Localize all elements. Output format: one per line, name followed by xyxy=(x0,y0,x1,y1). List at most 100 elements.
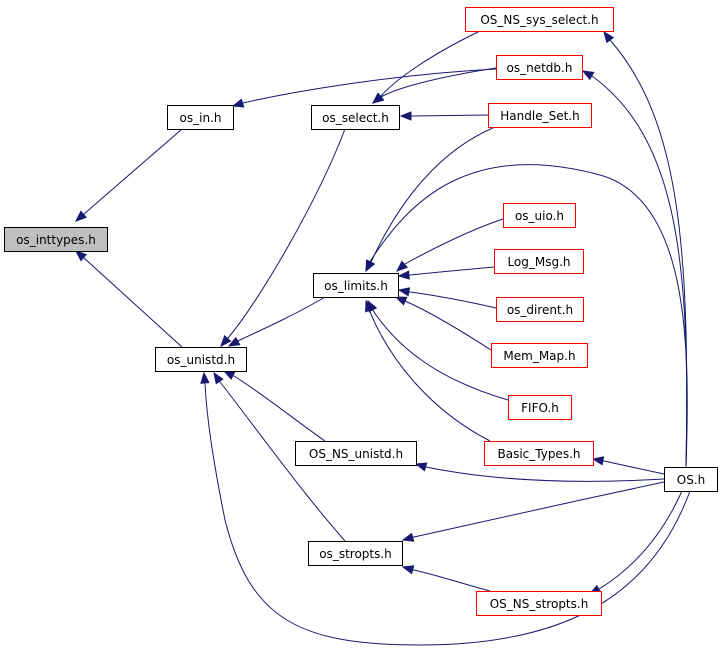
edge-handle-set-to-os-limits-line xyxy=(365,126,496,272)
node-os-stropts-label: os_stropts.h xyxy=(319,547,392,561)
node-os-stropts[interactable]: os_stropts.h xyxy=(308,541,403,566)
node-os-select[interactable]: os_select.h xyxy=(311,105,400,130)
node-os-netdb-box xyxy=(496,55,583,80)
node-fifo-box xyxy=(508,395,572,420)
edge-os-stropts-to-os-unistd xyxy=(213,371,346,542)
edge-mem-map-to-os-limits xyxy=(394,296,492,351)
edge-basic-types-to-os-limits-arrowhead xyxy=(365,299,375,313)
edge-os-to-os-ns-sys-select-arrowhead xyxy=(603,30,615,44)
edge-basic-types-to-os-limits xyxy=(365,299,491,442)
edge-os-to-os-netdb-arrowhead xyxy=(581,70,595,81)
nodes-layer: os_inttypes.h os_in.h os_select.h os_unistd… xyxy=(4,7,718,616)
node-mem-map[interactable]: Mem_Map.h xyxy=(491,343,588,368)
edge-fifo-to-os-limits-line xyxy=(367,300,509,401)
edge-os-unistd-to-os-inttypes-arrowhead xyxy=(74,250,88,262)
node-os[interactable]: OS.h xyxy=(664,467,718,492)
node-os-ns-sys-select-label: OS_NS_sys_select.h xyxy=(480,13,598,27)
node-os-inttypes-box xyxy=(4,227,108,252)
edge-handle-set-to-os-select xyxy=(399,111,489,121)
edge-os-to-os-ns-stropts xyxy=(588,490,683,595)
edge-os-to-os-ns-unistd-line xyxy=(415,463,665,482)
edge-os-to-os-netdb xyxy=(581,70,688,468)
edge-os-netdb-to-os-in-line xyxy=(232,68,497,107)
edge-os-dirent-to-os-limits-line xyxy=(398,289,497,309)
edge-os-ns-sys-select-to-os-select xyxy=(371,30,481,104)
edge-os-unistd-to-os-inttypes xyxy=(74,250,183,348)
node-os-uio[interactable]: os_uio.h xyxy=(503,203,576,228)
node-os-select-label: os_select.h xyxy=(322,111,389,125)
node-log-msg-box xyxy=(494,249,584,274)
node-handle-set[interactable]: Handle_Set.h xyxy=(488,103,592,128)
edge-mem-map-to-os-limits-line xyxy=(395,296,492,351)
edge-os-select-to-os-unistd-arrowhead xyxy=(220,334,232,348)
edge-os-netdb-to-os-in-arrowhead xyxy=(231,98,245,108)
edge-os-to-os-unistd-arrowhead xyxy=(200,371,210,384)
edge-os-ns-unistd-to-os-unistd-line xyxy=(223,370,326,442)
node-os-limits[interactable]: os_limits.h xyxy=(313,273,399,298)
node-os-inttypes: os_inttypes.h xyxy=(4,227,108,252)
edge-os-to-os-netdb-line xyxy=(582,70,688,468)
edge-os-ns-stropts-to-os-stropts-line xyxy=(402,566,491,592)
edge-os-netdb-to-os-select-line xyxy=(372,67,497,104)
edge-os-select-to-os-unistd-line xyxy=(220,128,346,347)
edge-os-to-basic-types-arrowhead xyxy=(591,456,605,466)
edge-os-in-to-os-inttypes-line xyxy=(75,128,183,222)
node-mem-map-label: Mem_Map.h xyxy=(503,349,575,363)
node-os-dirent[interactable]: os_dirent.h xyxy=(496,297,584,322)
node-os-netdb[interactable]: os_netdb.h xyxy=(496,55,583,80)
node-log-msg[interactable]: Log_Msg.h xyxy=(494,249,584,274)
node-os-netdb-label: os_netdb.h xyxy=(507,61,573,75)
node-handle-set-label: Handle_Set.h xyxy=(500,109,579,123)
edge-log-msg-to-os-limits-arrowhead xyxy=(397,270,410,280)
node-os-ns-sys-select-box xyxy=(465,7,614,32)
node-os-ns-unistd-box xyxy=(295,441,417,466)
edge-os-stropts-to-os-unistd-arrowhead xyxy=(213,371,224,385)
edge-os-stropts-to-os-unistd-line xyxy=(213,372,346,542)
edge-os-ns-sys-select-to-os-select-line xyxy=(372,30,481,104)
edge-os-uio-to-os-limits-arrowhead xyxy=(395,260,409,272)
edge-log-msg-to-os-limits-line xyxy=(398,266,495,277)
edges-layer xyxy=(74,30,691,646)
node-mem-map-box xyxy=(491,343,588,368)
node-os-inttypes-label: os_inttypes.h xyxy=(16,233,96,247)
edge-os-select-to-os-unistd xyxy=(220,128,346,348)
edge-os-netdb-to-os-in xyxy=(231,68,497,108)
node-handle-set-box xyxy=(488,103,592,128)
edge-os-to-basic-types-line xyxy=(592,458,665,475)
edge-os-to-os-limits-arrowhead xyxy=(365,259,375,273)
edge-os-to-os-unistd xyxy=(200,371,691,646)
edge-mem-map-to-os-limits-arrowhead xyxy=(394,296,408,306)
edge-os-uio-to-os-limits xyxy=(395,218,504,272)
node-os-select-box xyxy=(311,105,400,130)
edge-os-to-os-ns-stropts-line xyxy=(589,490,683,595)
edge-os-limits-to-os-unistd-arrowhead xyxy=(227,336,241,347)
node-fifo-label: FIFO.h xyxy=(521,401,559,415)
node-os-unistd[interactable]: os_unistd.h xyxy=(155,347,247,372)
node-os-dirent-box xyxy=(496,297,584,322)
node-os-ns-unistd[interactable]: OS_NS_unistd.h xyxy=(295,441,417,466)
node-os-ns-unistd-label: OS_NS_unistd.h xyxy=(309,447,403,461)
node-os-ns-stropts[interactable]: OS_NS_stropts.h xyxy=(476,591,602,616)
edge-fifo-to-os-limits xyxy=(367,299,509,401)
edge-os-ns-unistd-to-os-unistd xyxy=(222,370,326,442)
node-fifo[interactable]: FIFO.h xyxy=(508,395,572,420)
node-os-in-label: os_in.h xyxy=(180,111,222,125)
node-os-ns-sys-select[interactable]: OS_NS_sys_select.h xyxy=(465,7,614,32)
edge-os-limits-to-os-unistd-line xyxy=(228,296,326,347)
edge-os-ns-stropts-to-os-stropts-arrowhead xyxy=(401,565,415,575)
edge-os-to-basic-types xyxy=(591,456,665,475)
edge-os-limits-to-os-unistd xyxy=(227,296,326,347)
edge-os-in-to-os-inttypes xyxy=(74,128,183,222)
edge-os-ns-stropts-to-os-stropts xyxy=(401,565,491,592)
node-os-in-box xyxy=(167,105,234,130)
node-os-limits-box xyxy=(313,273,399,298)
edge-os-dirent-to-os-limits xyxy=(397,287,497,309)
edge-os-to-os-ns-unistd xyxy=(414,462,665,482)
edge-os-uio-to-os-limits-line xyxy=(396,218,504,272)
node-os-in[interactable]: os_in.h xyxy=(167,105,234,130)
edge-handle-set-to-os-select-arrowhead xyxy=(399,111,412,121)
node-basic-types[interactable]: Basic_Types.h xyxy=(484,441,594,466)
node-os-uio-box xyxy=(503,203,576,228)
node-basic-types-label: Basic_Types.h xyxy=(497,447,580,461)
